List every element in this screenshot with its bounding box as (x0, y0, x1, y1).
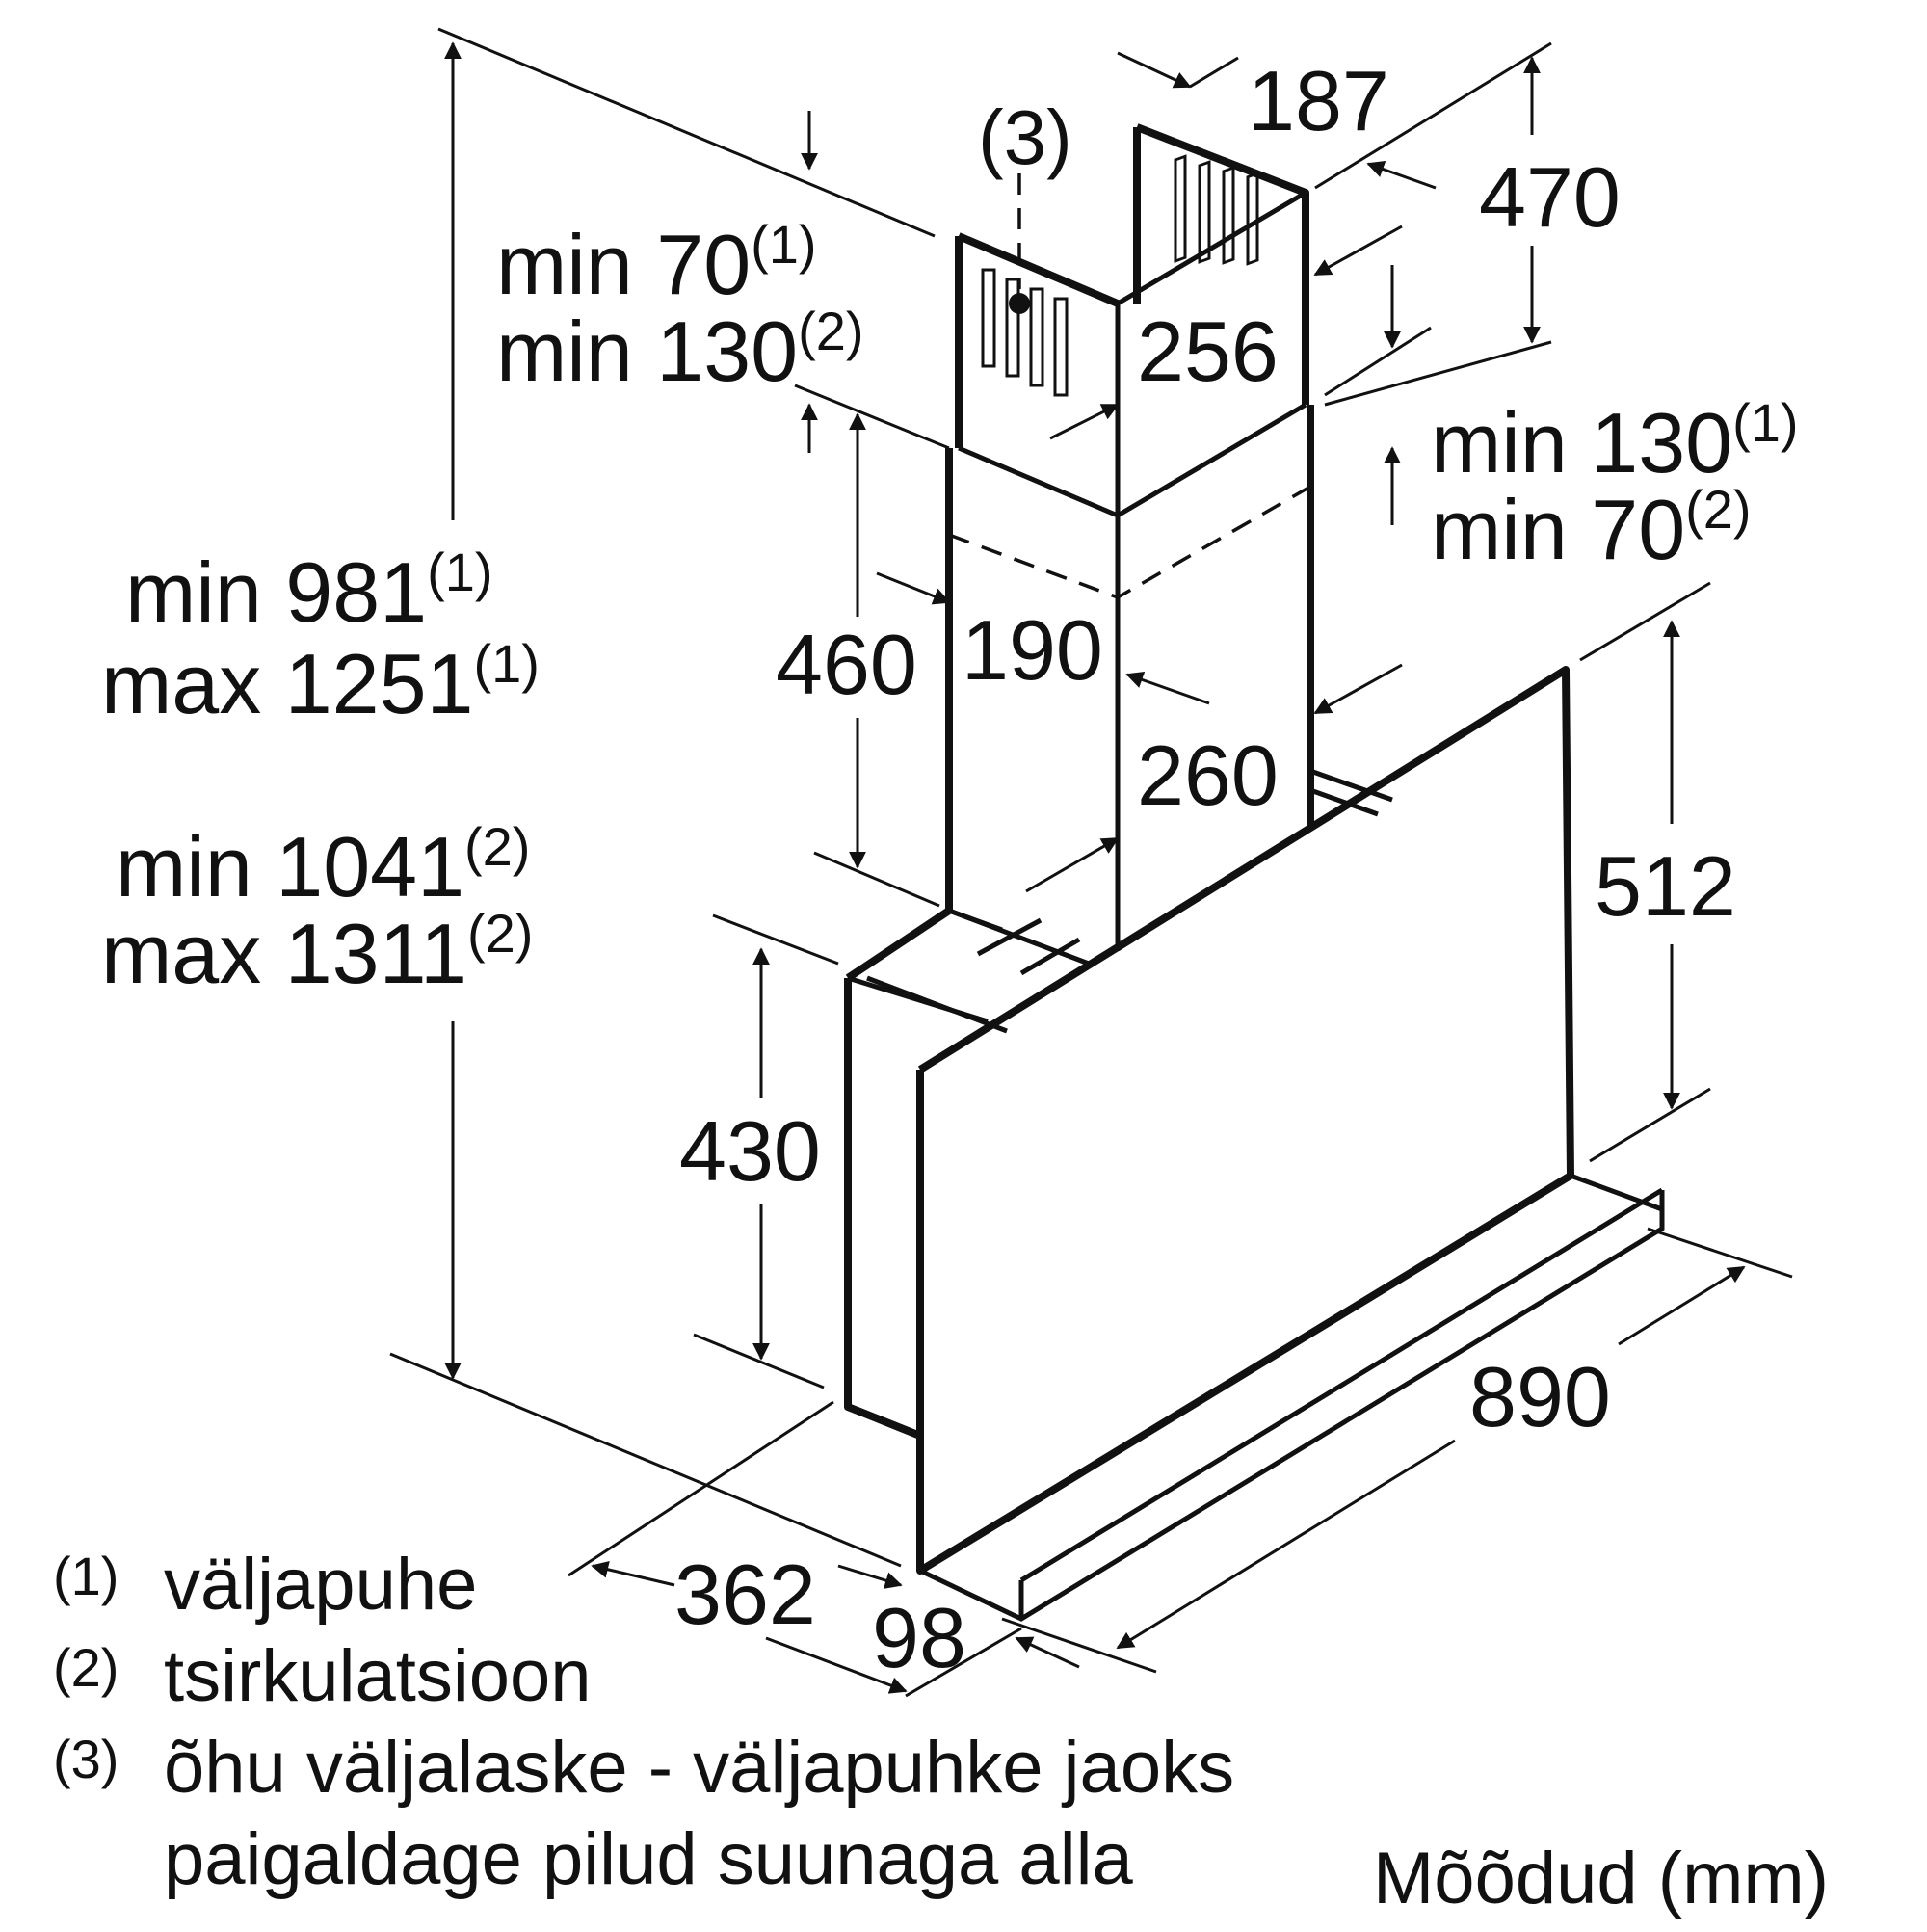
dim-470-lead (1366, 160, 1437, 190)
dim-gap-ext (1324, 326, 1432, 397)
dim-98-arrow-right (1015, 1636, 1080, 1669)
dim-362-arrow-right (837, 1564, 903, 1589)
legend-text-1: väljapuhe (164, 1544, 477, 1626)
canopy-top-right-rib2 (1309, 787, 1379, 817)
dim-470: 470 (1479, 149, 1621, 245)
dim-890-arrow-right (1618, 1265, 1746, 1346)
dim-890-ext-right (1647, 1227, 1793, 1279)
dim-98-ext (905, 1627, 1022, 1698)
upper-chimney-top-front (1116, 190, 1307, 306)
upper-chimney-bottom-left (958, 445, 1119, 518)
dim-362: 362 (674, 1547, 816, 1642)
vent-slots-upper-left (981, 268, 1069, 397)
dim-470-ext-top (1314, 41, 1552, 190)
top-left-line1: min 70(1) (496, 214, 817, 312)
legend-text-4: paigaldage pilud suunaga alla (164, 1818, 1133, 1900)
height-outlet-line1: min 981(1) (125, 542, 493, 640)
clearance-labels: min 70(1) min 130(2) min 130(1) min 70(2… (101, 214, 1799, 1001)
canopy-top-right-rib (1309, 768, 1393, 803)
dim-470-ext-bottom (1324, 340, 1552, 407)
dim-187-arrow (1117, 51, 1192, 89)
canopy-top-rib1 (976, 917, 1043, 957)
dim-190: 190 (962, 602, 1103, 698)
dim-190-arrow-right (1125, 671, 1210, 705)
dim-256-arrow-top (1313, 225, 1403, 277)
dim-187: 187 (1248, 53, 1389, 148)
legend-marker-1: (1) (53, 1546, 119, 1606)
dim-890-arrow-left (1116, 1439, 1456, 1650)
bottom-trim-right (1570, 1173, 1663, 1212)
dim-topleft-ext (794, 384, 950, 450)
dim-362-arrow-left (591, 1560, 675, 1587)
dim-98-arrow-left (765, 1636, 908, 1694)
canopy-top-back (845, 907, 952, 982)
legend-marker-2: (2) (53, 1637, 119, 1698)
dim-460-ext (813, 851, 940, 908)
dim-430-ext-bottom (693, 1333, 825, 1389)
canopy-back-left (844, 978, 922, 1440)
air-outlet-point (1009, 293, 1030, 314)
dim-top-ext-line (437, 27, 936, 238)
hood-outline (844, 123, 1665, 1622)
legend-text-3: õhu väljalaske - väljapuhke jaoks (164, 1727, 1234, 1809)
dim-890-ext-left (1001, 1617, 1157, 1674)
dim-height-ext-bottom (389, 1352, 902, 1568)
dim-187-ext (1189, 56, 1239, 89)
height-circ-line2: max 1311(2) (101, 903, 533, 1001)
chimney-overlap-hidden (948, 485, 1311, 599)
upper-chimney-top-left (957, 232, 1120, 307)
legend-text-2: tsirkulatsioon (164, 1635, 592, 1717)
dimension-lines (389, 27, 1793, 1698)
dim-260-arrow-top (1313, 663, 1403, 715)
canopy-top-left (948, 908, 1003, 933)
units-label: Mõõdud (mm) (1373, 1838, 1829, 1919)
dim-256: 256 (1137, 304, 1279, 399)
dim-512: 512 (1595, 838, 1736, 934)
dim-512-ext-top (1579, 581, 1711, 662)
dimension-values: 187 470 256 190 260 460 512 430 890 362 … (674, 53, 1736, 1685)
bottom-trim-top (1019, 1187, 1664, 1583)
dim-98: 98 (872, 1590, 966, 1685)
dim-890: 890 (1469, 1349, 1611, 1444)
top-left-line2: min 130(2) (496, 301, 864, 399)
right-mid-line1: min 130(1) (1431, 392, 1799, 490)
vent-slots-upper-right (1174, 154, 1259, 266)
dim-362-ext (568, 1400, 834, 1577)
legend: (1) väljapuhe (2) tsirkulatsioon (3) õhu… (53, 1544, 1829, 1919)
canopy-top-inner2 (866, 975, 1008, 1034)
legend-marker-3: (3) (53, 1729, 119, 1789)
dim-430: 430 (679, 1103, 821, 1199)
right-mid-line2: min 70(2) (1431, 479, 1752, 577)
height-circ-line1: min 1041(2) (116, 816, 530, 914)
dim-512-ext-bottom (1589, 1087, 1711, 1163)
dim-260: 260 (1137, 728, 1279, 823)
dim-260-arrow-bottom (1025, 836, 1120, 893)
canopy-top-rib2 (1019, 937, 1081, 976)
height-outlet-line2: max 1251(1) (101, 633, 540, 731)
marker-3: (3) (978, 94, 1072, 180)
upper-chimney-bottom-right (1116, 402, 1307, 518)
dim-190-arrow-left (876, 571, 951, 605)
dim-430-ext-top (712, 913, 839, 966)
dim-256-arrow-bottom (1049, 403, 1120, 440)
dim-460: 460 (776, 617, 917, 712)
